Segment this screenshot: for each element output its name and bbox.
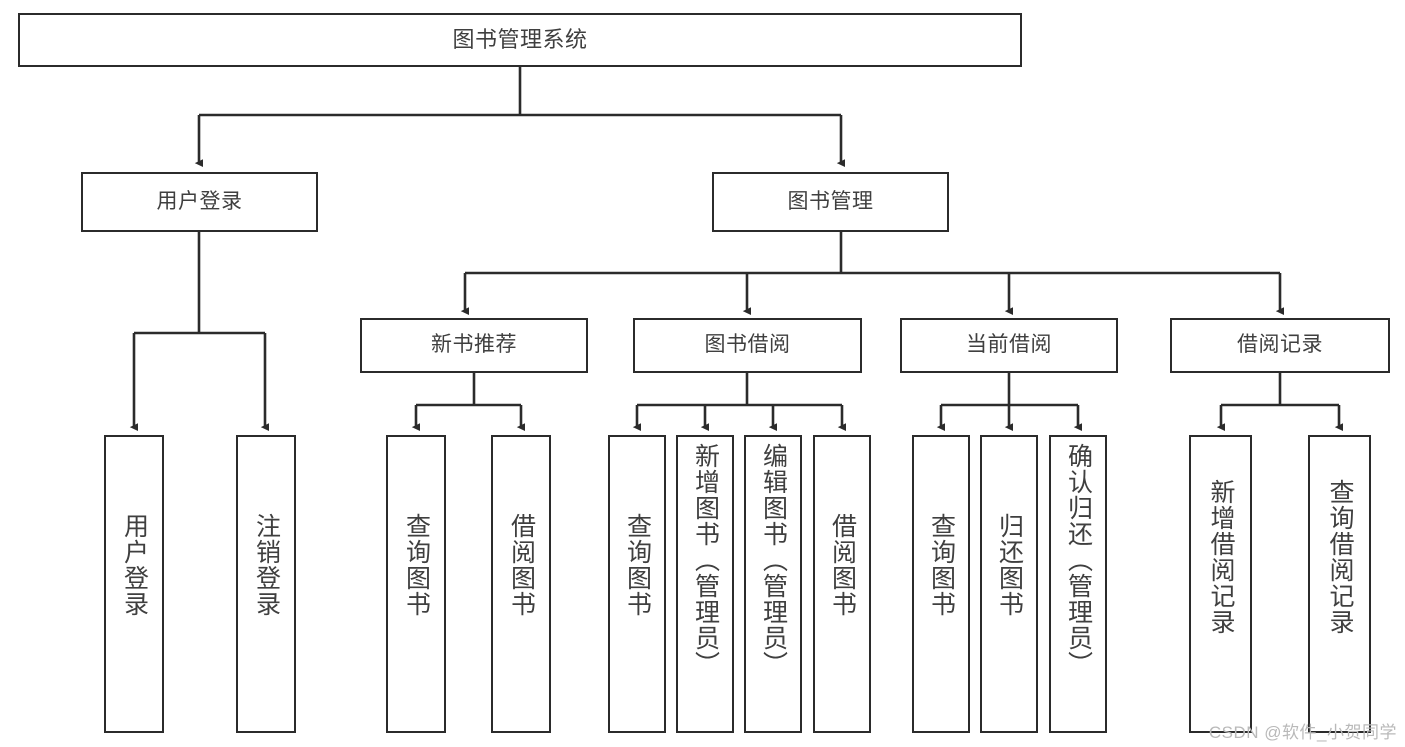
node-label: 借阅图书 — [507, 513, 536, 617]
node-book-borrow[interactable]: 图书借阅 — [633, 318, 862, 373]
leaf-return-book[interactable]: 归还图书 — [980, 435, 1038, 733]
leaf-query-book-1[interactable]: 查询图书 — [386, 435, 446, 733]
node-label: 新增借阅记录 — [1207, 479, 1235, 635]
node-label: 用户登录 — [156, 189, 243, 213]
node-label: 查询图书 — [623, 513, 652, 617]
node-book-management[interactable]: 图书管理 — [712, 172, 949, 232]
leaf-query-book-2[interactable]: 查询图书 — [608, 435, 666, 733]
node-label: 图书管理系统 — [452, 27, 588, 53]
node-label: 归还图书 — [995, 513, 1024, 617]
node-label: 编辑图书（管理员） — [759, 443, 788, 677]
node-label: 借阅图书 — [828, 513, 857, 617]
node-label: 查询图书 — [927, 513, 956, 617]
node-new-book-recommend[interactable]: 新书推荐 — [360, 318, 588, 373]
node-borrow-record[interactable]: 借阅记录 — [1170, 318, 1390, 373]
leaf-add-book[interactable]: 新增图书（管理员） — [676, 435, 734, 733]
watermark: CSDN @软件_小贺同学 — [1208, 723, 1397, 742]
node-label: 确认归还（管理员） — [1064, 443, 1093, 677]
leaf-borrow-book-2[interactable]: 借阅图书 — [813, 435, 871, 733]
node-label: 查询图书 — [402, 513, 431, 617]
node-label: 图书借阅 — [704, 333, 791, 357]
node-label: 图书管理 — [787, 189, 874, 213]
leaf-user-login[interactable]: 用户登录 — [104, 435, 164, 733]
leaf-query-record[interactable]: 查询借阅记录 — [1308, 435, 1371, 733]
leaf-logout-login[interactable]: 注销登录 — [236, 435, 296, 733]
leaf-borrow-book-1[interactable]: 借阅图书 — [491, 435, 551, 733]
node-root-system[interactable]: 图书管理系统 — [18, 13, 1022, 67]
node-label: 新书推荐 — [431, 333, 517, 357]
leaf-query-book-3[interactable]: 查询图书 — [912, 435, 970, 733]
node-label: 用户登录 — [120, 513, 149, 617]
node-label: 借阅记录 — [1237, 333, 1323, 357]
node-label: 新增图书（管理员） — [691, 443, 720, 677]
leaf-edit-book[interactable]: 编辑图书（管理员） — [744, 435, 802, 733]
leaf-confirm-return[interactable]: 确认归还（管理员） — [1049, 435, 1107, 733]
node-label: 当前借阅 — [966, 333, 1052, 357]
node-label: 注销登录 — [252, 513, 281, 617]
node-label: 查询借阅记录 — [1326, 479, 1354, 635]
node-user-login[interactable]: 用户登录 — [81, 172, 318, 232]
leaf-add-record[interactable]: 新增借阅记录 — [1189, 435, 1252, 733]
node-current-borrow[interactable]: 当前借阅 — [900, 318, 1118, 373]
